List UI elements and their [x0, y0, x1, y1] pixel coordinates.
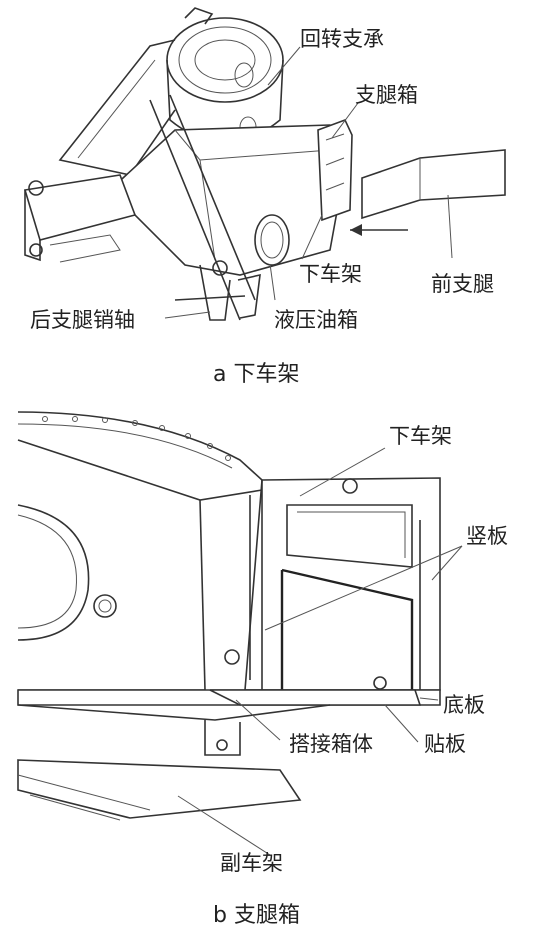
label-lap-box: 搭接箱体 [289, 732, 373, 756]
hydraulic-tank [254, 214, 290, 266]
label-outrigger-box: 支腿箱 [355, 83, 418, 107]
lower-frame-body [108, 124, 351, 276]
rear-outrigger-beam [23, 174, 137, 241]
slewing-bearing-ring [166, 17, 284, 103]
caption-figure-b: b 支腿箱 [213, 903, 300, 928]
figure-a-drawing [23, 7, 506, 321]
sub-frame [17, 759, 302, 819]
label-sub-frame: 副车架 [220, 851, 283, 875]
label-lower-frame-a: 下车架 [299, 262, 362, 286]
caption-figure-a: a 下车架 [213, 362, 299, 387]
label-slewing-bearing: 回转支承 [300, 27, 384, 51]
label-front-outrigger: 前支腿 [431, 272, 494, 296]
bolt-hole-row [42, 416, 231, 461]
figure-b-drawing [17, 411, 463, 856]
label-lower-frame-b: 下车架 [389, 424, 452, 448]
label-bottom-plate: 底板 [443, 693, 485, 717]
front-outrigger-beam [361, 149, 506, 220]
label-hydraulic-tank: 液压油箱 [274, 308, 358, 332]
outrigger-box [317, 118, 353, 222]
label-vertical-plate: 竖板 [466, 524, 508, 548]
label-rear-outrigger-pin: 后支腿销轴 [30, 308, 135, 332]
patch-plate [209, 689, 422, 706]
label-patch-plate: 贴板 [424, 732, 466, 756]
